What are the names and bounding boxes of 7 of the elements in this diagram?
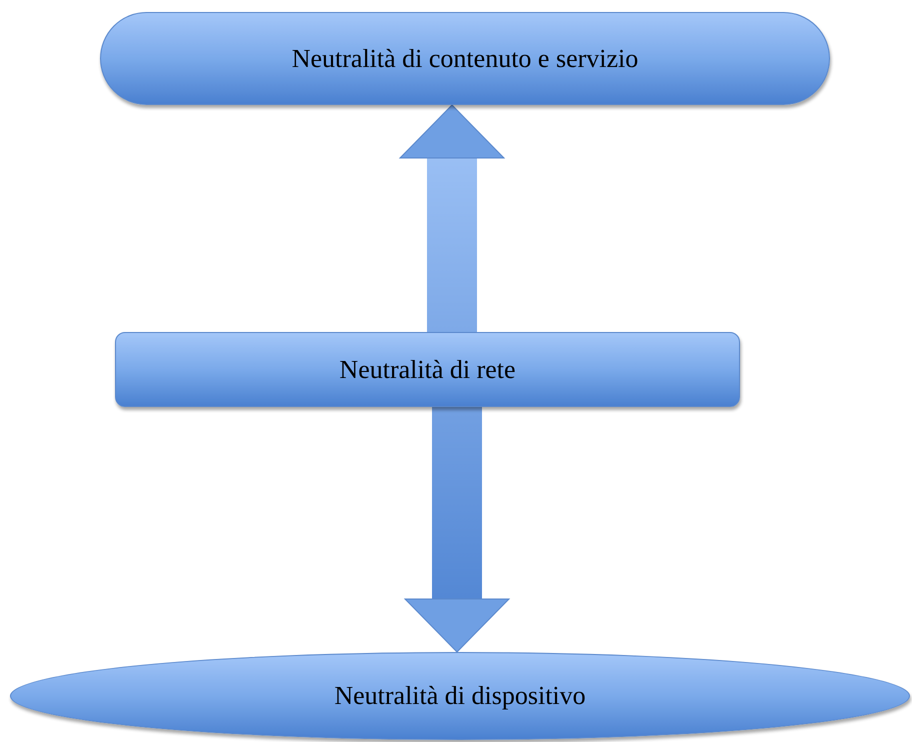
block-arrow: [404, 407, 510, 652]
node-label: Neutralità di rete: [339, 354, 516, 384]
process-box: [115, 332, 740, 407]
node-label: Neutralità di contenuto e servizio: [292, 44, 638, 74]
rounded-pill-box: [100, 12, 830, 105]
block-arrow: [400, 104, 504, 332]
node-label: Neutralità di dispositivo: [334, 681, 586, 711]
